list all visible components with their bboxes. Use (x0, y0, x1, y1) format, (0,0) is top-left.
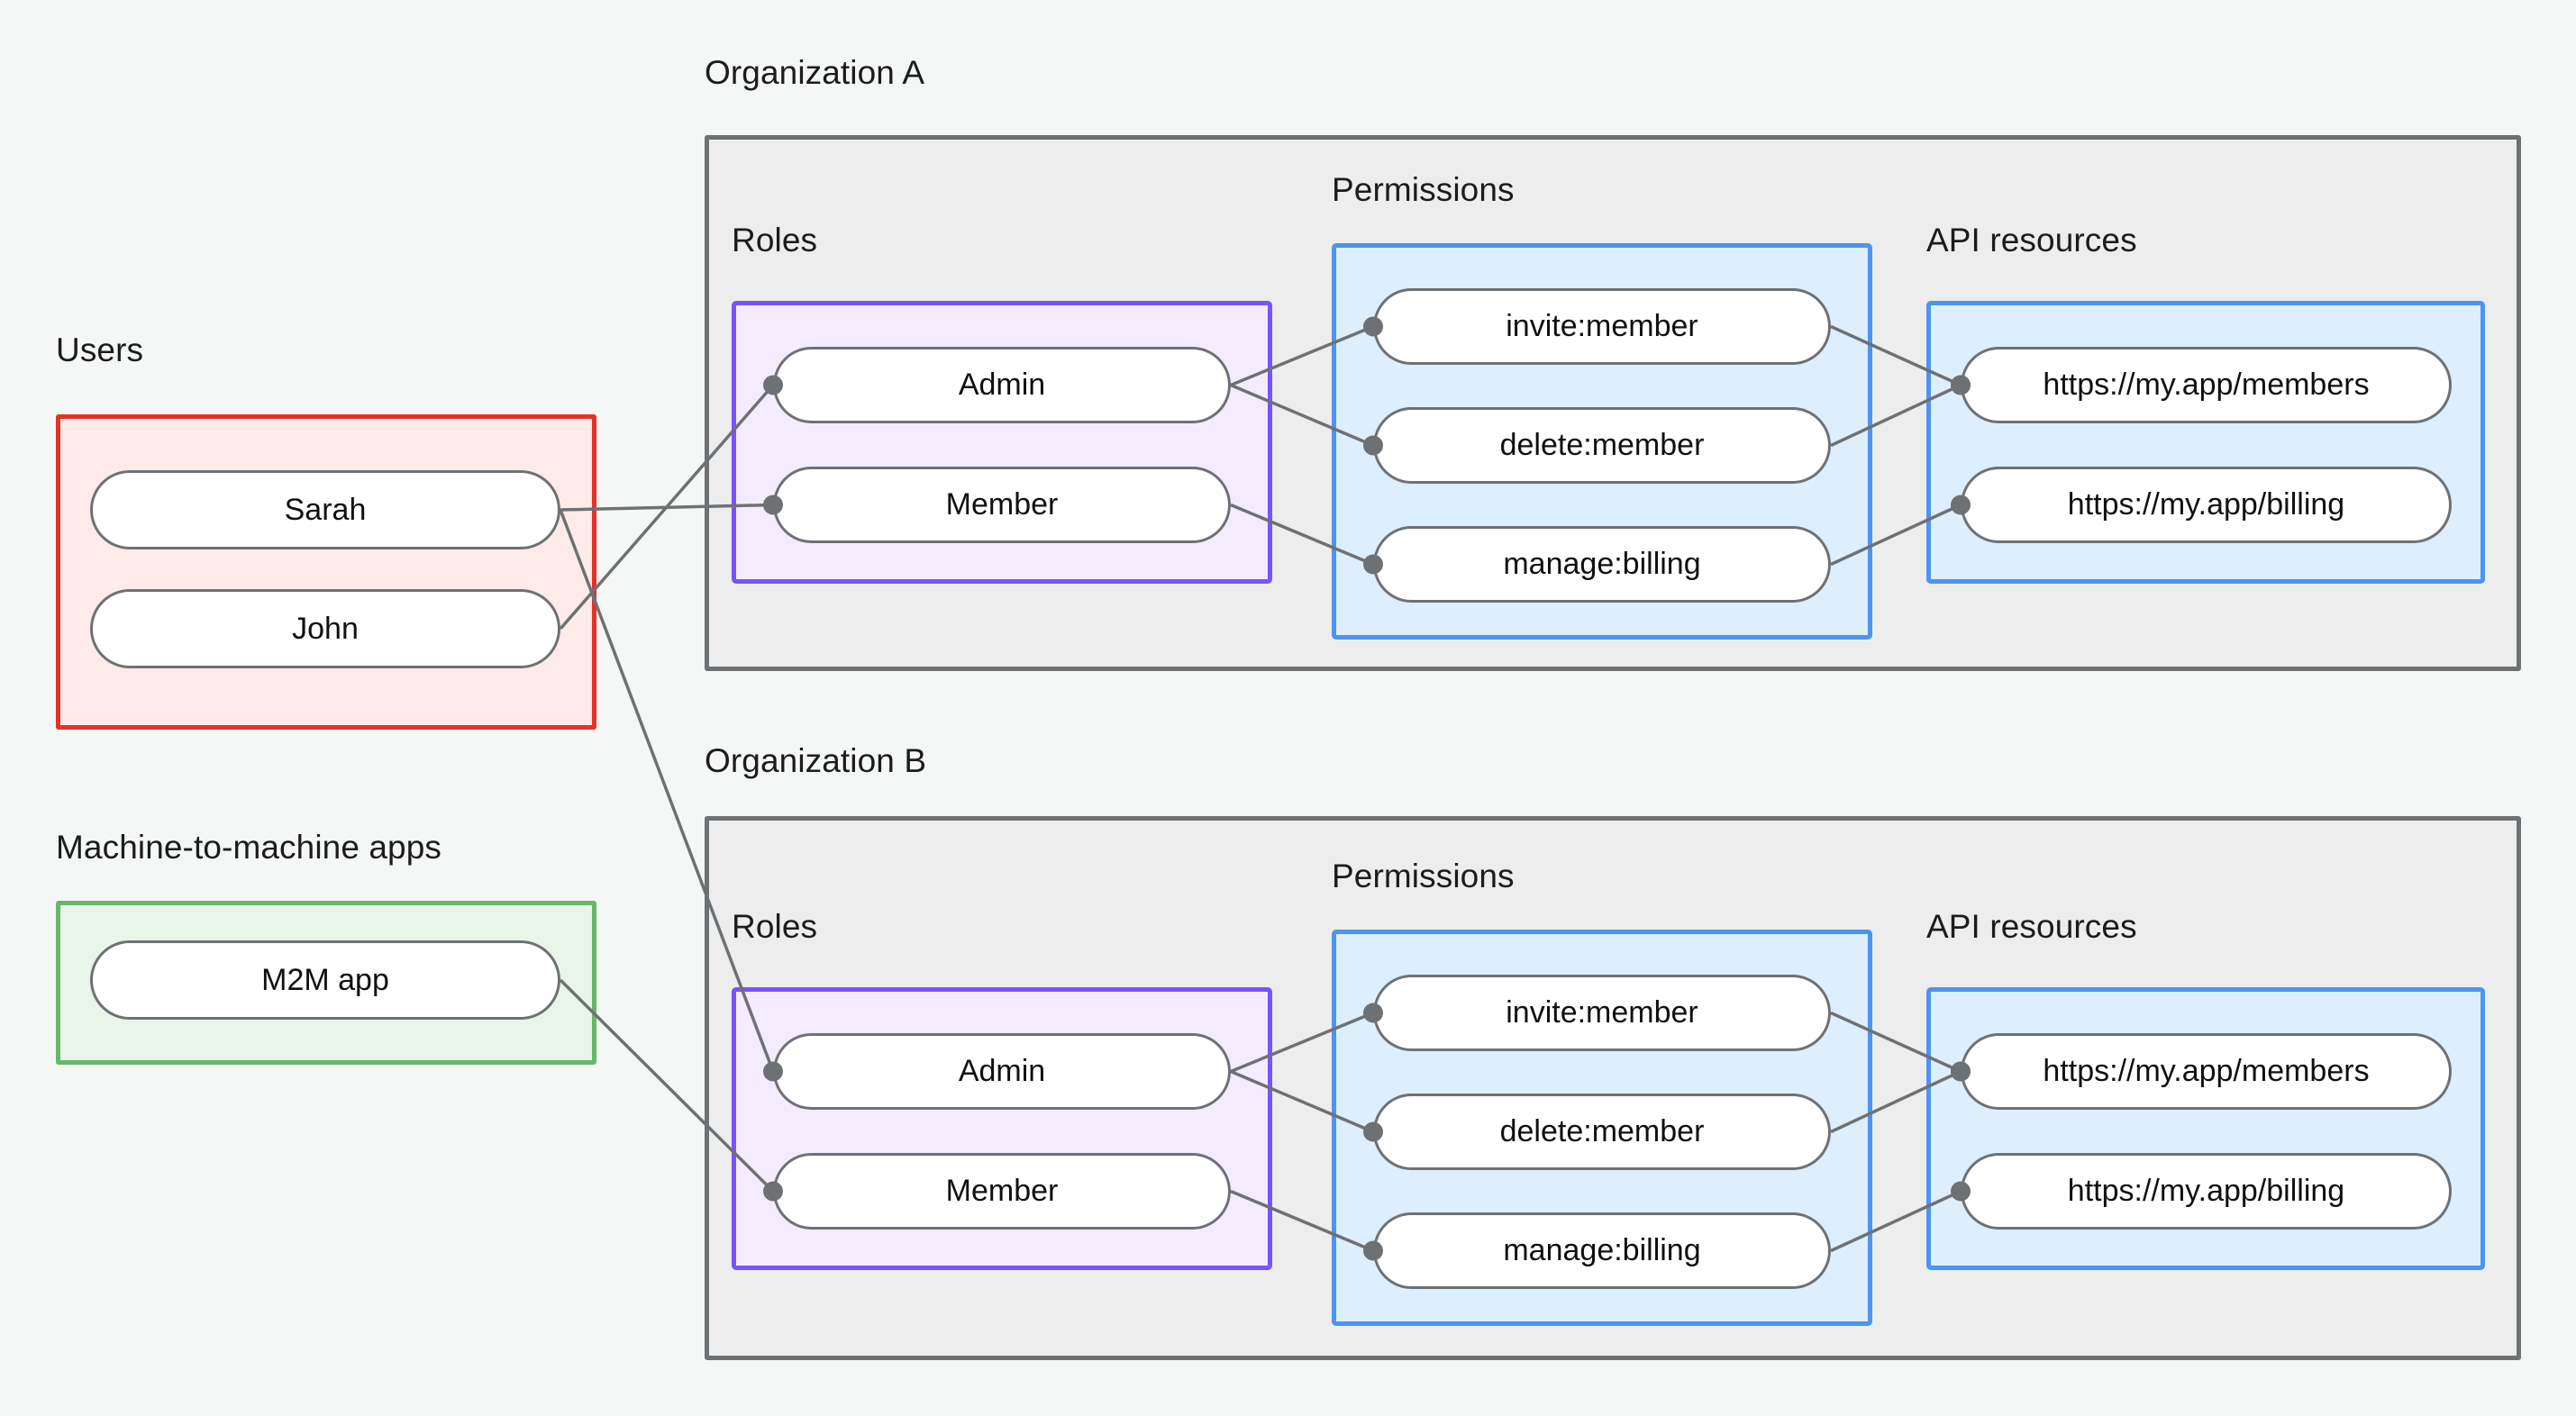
org-b-roles-label: Roles (732, 908, 818, 945)
user-node-sarah[interactable]: Sarah (90, 470, 560, 549)
org-b-permission-manage-billing[interactable]: manage:billing (1373, 1212, 1831, 1289)
org-a-permission-invite-member[interactable]: invite:member (1373, 288, 1831, 365)
users-container (56, 414, 596, 730)
org-a-roles-label: Roles (732, 222, 818, 259)
org-a-api-resource-billing[interactable]: https://my.app/billing (1961, 467, 2452, 543)
org-a-api-label: API resources (1926, 222, 2137, 259)
org-b-api-resource-members[interactable]: https://my.app/members (1961, 1033, 2452, 1110)
org-a-role-member[interactable]: Member (773, 467, 1231, 543)
org-b-permission-delete-member[interactable]: delete:member (1373, 1094, 1831, 1170)
org-b-permissions-label: Permissions (1332, 858, 1515, 894)
org-b-role-admin[interactable]: Admin (773, 1033, 1231, 1110)
org-a-role-admin[interactable]: Admin (773, 347, 1231, 423)
m2m-group-label: Machine-to-machine apps (56, 829, 442, 866)
org-a-permission-delete-member[interactable]: delete:member (1373, 407, 1831, 484)
org-b-api-label: API resources (1926, 908, 2137, 945)
m2m-node-app[interactable]: M2M app (90, 940, 560, 1020)
org-b-title: Organization B (705, 742, 927, 779)
users-group-label: Users (56, 331, 144, 368)
org-a-permissions-label: Permissions (1332, 171, 1515, 208)
org-a-title: Organization A (705, 54, 925, 91)
org-b-role-member[interactable]: Member (773, 1153, 1231, 1230)
user-node-john[interactable]: John (90, 589, 560, 668)
org-b-api-resource-billing[interactable]: https://my.app/billing (1961, 1153, 2452, 1230)
org-a-api-resource-members[interactable]: https://my.app/members (1961, 347, 2452, 423)
org-a-permission-manage-billing[interactable]: manage:billing (1373, 526, 1831, 603)
org-b-permission-invite-member[interactable]: invite:member (1373, 975, 1831, 1051)
